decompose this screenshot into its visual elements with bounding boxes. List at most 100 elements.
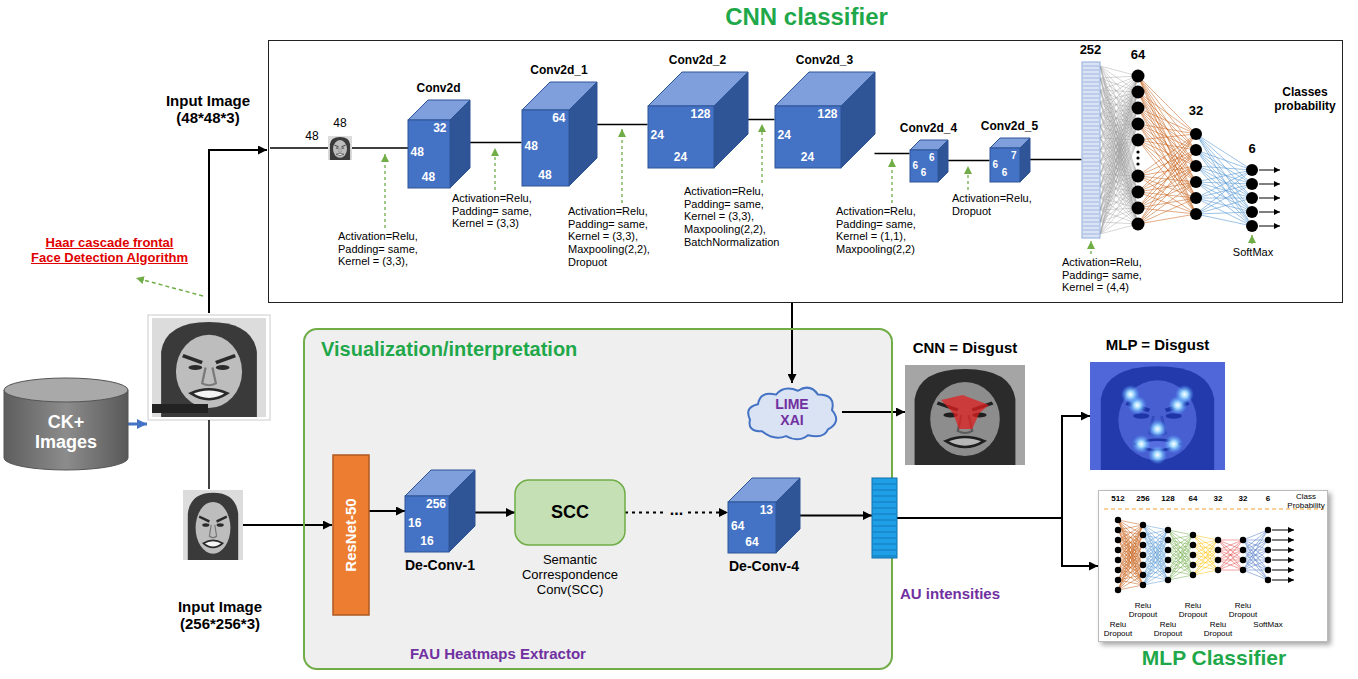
input-arrow	[209, 150, 267, 313]
network-link	[1143, 530, 1168, 575]
mlp-layer-annotation: SoftMax	[1250, 620, 1286, 629]
neuron	[1190, 192, 1202, 204]
block-label: 252	[1062, 43, 1120, 58]
layer-annotation: Activation=Relu, Padding= same, Kernel =…	[684, 185, 789, 248]
vector-body	[1082, 62, 1100, 238]
connector-label: ...	[667, 501, 686, 519]
vector-stripe	[873, 550, 896, 551]
ellipsis-dot	[1136, 156, 1139, 159]
face-image	[1090, 362, 1225, 470]
vector-stripe	[873, 520, 896, 521]
network-link	[1196, 170, 1252, 198]
neuron	[1132, 70, 1145, 83]
vector-stripe	[1083, 85, 1099, 86]
network-link	[1100, 192, 1138, 234]
crop-line	[208, 420, 210, 489]
scc-block: SCCSemantic Correspondence Conv(SCC)	[515, 480, 625, 545]
vector-stripe	[1083, 189, 1099, 190]
crop-arrow	[243, 524, 332, 526]
au-spot	[1164, 435, 1183, 454]
vector-stripe	[1083, 201, 1099, 202]
vector-stripe	[1083, 221, 1099, 222]
layer-annotation: SoftMax	[1226, 246, 1280, 259]
vector-stripe	[873, 514, 896, 515]
dimension-number: 6	[993, 159, 999, 171]
neuron	[1115, 517, 1121, 523]
network-link	[1143, 525, 1168, 560]
neuron	[1115, 557, 1121, 563]
neuron	[1246, 178, 1258, 190]
neuron	[1246, 192, 1258, 204]
network-links	[1218, 540, 1243, 570]
mlp-layer-annotation: Relu Dropout	[1227, 601, 1259, 619]
block-label: ResNet-50	[342, 498, 359, 571]
dimension-number: 7	[1011, 150, 1017, 162]
cube-side	[569, 82, 597, 186]
dimension-number: 24	[775, 151, 841, 165]
network-link	[1196, 184, 1252, 198]
network-link	[1168, 535, 1193, 580]
network-link	[1196, 166, 1252, 226]
network-link	[1138, 108, 1196, 166]
connector	[597, 124, 648, 126]
fau-heatmap-shape	[1090, 362, 1225, 470]
network-link	[1196, 150, 1252, 226]
layer-annotation: Activation=Relu, Padding= same, Kernel =…	[568, 205, 668, 268]
network-link	[1218, 550, 1243, 570]
vector-stripe	[1083, 209, 1099, 210]
annotation-leader	[621, 129, 622, 203]
neuron	[1246, 220, 1258, 232]
neuron	[1140, 562, 1146, 568]
network-link	[1100, 174, 1138, 224]
neuron	[1190, 552, 1196, 558]
network-link	[1218, 560, 1243, 570]
neuron	[1190, 562, 1196, 568]
mlp-layer-size: 32	[1204, 494, 1232, 503]
output-caption: Classes probability	[1270, 86, 1340, 114]
network-link	[1143, 580, 1168, 585]
dimension-number: 64	[728, 536, 776, 550]
neuron	[1165, 527, 1171, 533]
mlp-layer-annotation: Relu Dropout	[1152, 620, 1184, 638]
mlp-layer-size: 64	[1179, 494, 1207, 503]
neuron	[1115, 587, 1121, 593]
connector	[470, 142, 522, 144]
network-link	[1138, 76, 1196, 198]
network-link	[1196, 170, 1252, 182]
cube-front	[522, 110, 569, 186]
network-link	[1118, 535, 1143, 590]
neuron-layer	[1165, 527, 1171, 583]
image-shade	[905, 365, 1025, 465]
block-label: SCC	[515, 502, 625, 523]
dimension-number: 128	[690, 108, 710, 122]
block-label: LIME XAI	[768, 396, 816, 428]
layer-name: De-Conv-4	[698, 558, 830, 574]
network-link	[1168, 575, 1193, 580]
mlp-layer-size: 512	[1104, 494, 1132, 503]
network-link	[1138, 134, 1196, 208]
mlp-layer-annotation: Relu Dropout	[1177, 601, 1209, 619]
network-link	[1218, 540, 1243, 560]
neuron-layer	[1215, 537, 1221, 573]
layer-size: 32	[1186, 104, 1206, 119]
network-link	[1143, 530, 1168, 565]
vector-stripe	[1083, 77, 1099, 78]
neuron	[1190, 542, 1196, 548]
au-spot	[1175, 385, 1194, 404]
annotation-leader	[384, 154, 385, 228]
network-link	[1168, 565, 1193, 580]
network-link	[1196, 170, 1252, 214]
network-link	[1196, 166, 1252, 212]
network-link	[1138, 92, 1196, 150]
dimension-number: 48	[522, 169, 569, 183]
network-links	[1138, 76, 1196, 224]
neuron	[1215, 547, 1221, 553]
conv-layer-block-shape	[408, 100, 470, 188]
mlp-layer-annotation: Relu Dropout	[1202, 620, 1234, 638]
layer-name: Conv2d	[378, 82, 500, 96]
dimension-label: 48	[300, 130, 324, 144]
cube-front	[408, 120, 450, 188]
network-link	[1193, 540, 1218, 575]
vector-stripe	[1083, 121, 1099, 122]
